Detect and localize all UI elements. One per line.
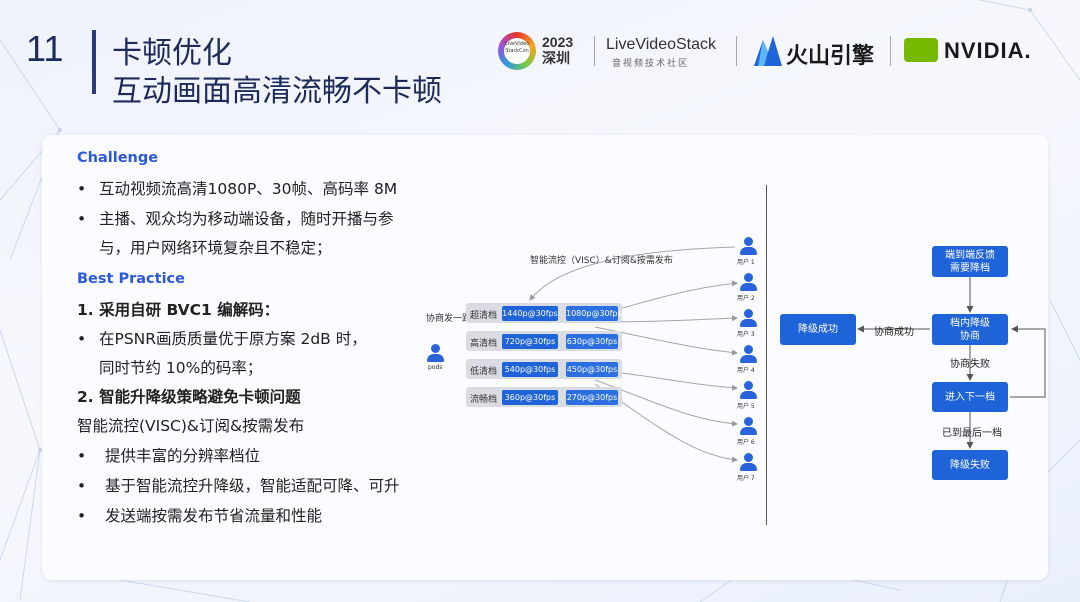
bp2-item-text: 提供丰富的分辨率档位 — [105, 447, 261, 465]
tier-resolution: 1080p@30fps — [566, 306, 622, 321]
diagram-divider — [766, 185, 767, 525]
user-icon — [431, 344, 440, 353]
conference-logo: LiveVideo StackCon — [498, 32, 536, 70]
user-icon-body — [740, 355, 757, 363]
tier-resolution: 630p@30fps — [566, 334, 618, 349]
bullet: • — [77, 330, 87, 348]
user-icon-body — [740, 391, 757, 399]
livevideostack-subtitle: 音视频技术社区 — [612, 59, 690, 69]
tier-resolution: 1440p@30fps — [502, 306, 558, 321]
user-label: 用户 4 — [737, 367, 755, 374]
tier-resolution: 720p@30fps — [502, 334, 558, 349]
flow-success-label: 协商成功 — [874, 327, 914, 338]
user-icon-body — [427, 354, 444, 362]
tier-name: 超清档 — [470, 311, 498, 321]
bullet: • — [77, 507, 87, 525]
user-icon — [744, 345, 753, 354]
slide-title: 卡顿优化 — [112, 36, 232, 71]
user-label: 用户 5 — [737, 403, 755, 410]
user-icon-body — [740, 283, 757, 291]
sponsor-logos: LiveVideo StackCon 2023 深圳 LiveVideoStac… — [498, 32, 1058, 72]
bp2-item-text: 基于智能流控升降级，智能适配可降、可升 — [105, 477, 400, 495]
bp1-title: 1. 采用自研 BVC1 编解码： — [77, 301, 280, 319]
tier-resolution: 540p@30fps — [502, 362, 558, 377]
user-icon-body — [740, 319, 757, 327]
user-label: 用户 2 — [737, 295, 755, 302]
bp2-title: 2. 智能升降级策略避免卡顿问题 — [77, 388, 301, 406]
user-label: 用户 3 — [737, 331, 755, 338]
challenge-item-text: 主播、观众均为移动端设备，随时开播与参 — [99, 210, 394, 228]
user-icon-body — [740, 247, 757, 255]
challenge-heading: Challenge — [77, 150, 159, 166]
bp2-item: • 提供丰富的分辨率档位 — [77, 444, 260, 466]
slide-subtitle: 互动画面高清流畅不卡顿 — [112, 74, 442, 109]
user-icon-body — [740, 463, 757, 471]
nvidia-eye-icon — [904, 38, 938, 62]
user-label: 用户 7 — [737, 475, 755, 482]
volcengine-icon — [754, 36, 782, 66]
logo-divider — [890, 36, 891, 66]
user-icon-body — [740, 427, 757, 435]
tier-name: 流畅档 — [470, 395, 498, 405]
bp2-item-text: 发送端按需发布节省流量和性能 — [105, 507, 323, 525]
tier-name: 低清档 — [470, 367, 498, 377]
conference-city-text: 深圳 — [542, 50, 570, 66]
flow-next-box: 进入下一档 — [932, 382, 1008, 412]
user-icon — [744, 453, 753, 462]
tier-name: 高清档 — [470, 339, 498, 349]
bp1-item-continued: 同时节约 10%的码率； — [99, 359, 263, 377]
user-label: 用户 6 — [737, 439, 755, 446]
flow-success-box: 降级成功 — [780, 314, 856, 345]
title-divider — [92, 30, 96, 94]
user-icon — [744, 273, 753, 282]
volcengine-logo: 火山引擎 — [786, 44, 875, 69]
bullet: • — [77, 477, 87, 495]
bp2-subtitle: 智能流控(VISC)&订阅&按需发布 — [77, 417, 305, 435]
conference-year: 2023 深圳 — [542, 34, 573, 66]
challenge-item: • 主播、观众均为移动端设备，随时开播与参 — [77, 207, 394, 229]
flow-fail-box: 降级失败 — [932, 450, 1008, 480]
content-card — [42, 135, 1048, 580]
user-icon — [744, 309, 753, 318]
tier-resolution: 270p@30fps — [566, 390, 618, 405]
logo-divider — [736, 36, 737, 66]
best-practice-heading: Best Practice — [77, 271, 185, 287]
user-icon — [744, 417, 753, 426]
bp1-item: • 在PSNR画质质量优于原方案 2dB 时， — [77, 327, 367, 349]
user-icon — [744, 381, 753, 390]
livevideostack-logo: LiveVideoStack — [606, 36, 716, 53]
bullet: • — [77, 447, 87, 465]
tier-resolution: 360p@30fps — [502, 390, 558, 405]
conference-year-text: 2023 — [542, 34, 574, 50]
flow-feedback-box: 端到端反馈 需要降档 — [932, 246, 1008, 277]
flow-last-label: 已到最后一档 — [942, 428, 1002, 439]
user-icon — [744, 237, 753, 246]
slide-number: 11 — [26, 28, 64, 69]
slide-header: 11 卡顿优化 互动画面高清流畅不卡顿 LiveVideo StackCon 2… — [0, 0, 1080, 120]
bullet: • — [77, 210, 87, 228]
conference-badge-text: LiveVideo StackCon — [504, 38, 530, 64]
bp1-item-text: 在PSNR画质质量优于原方案 2dB 时， — [99, 330, 367, 348]
bp2-item: • 发送端按需发布节省流量和性能 — [77, 504, 322, 526]
negotiate-label: 协商发一路 — [426, 314, 472, 324]
challenge-item-text: 互动视频流高清1080P、30帧、高码率 8M — [99, 180, 398, 198]
challenge-item-continued: 与，用户网络环境复杂且不稳定； — [99, 239, 332, 257]
flow-negotiate-box: 档内降级 协商 — [932, 314, 1008, 345]
tier-resolution: 450p@30fps — [566, 362, 618, 377]
challenge-item: • 互动视频流高清1080P、30帧、高码率 8M — [77, 177, 397, 199]
flow-fail-label: 协商失败 — [950, 359, 990, 370]
pods-label: pods — [428, 364, 443, 371]
user-label: 用户 1 — [737, 259, 755, 266]
nvidia-logo: NVIDIA. — [944, 38, 1032, 63]
visc-label: 智能流控（VISC）&订阅&按需发布 — [530, 256, 673, 266]
bullet: • — [77, 180, 87, 198]
logo-divider — [594, 36, 595, 66]
bp2-item: • 基于智能流控升降级，智能适配可降、可升 — [77, 474, 400, 496]
